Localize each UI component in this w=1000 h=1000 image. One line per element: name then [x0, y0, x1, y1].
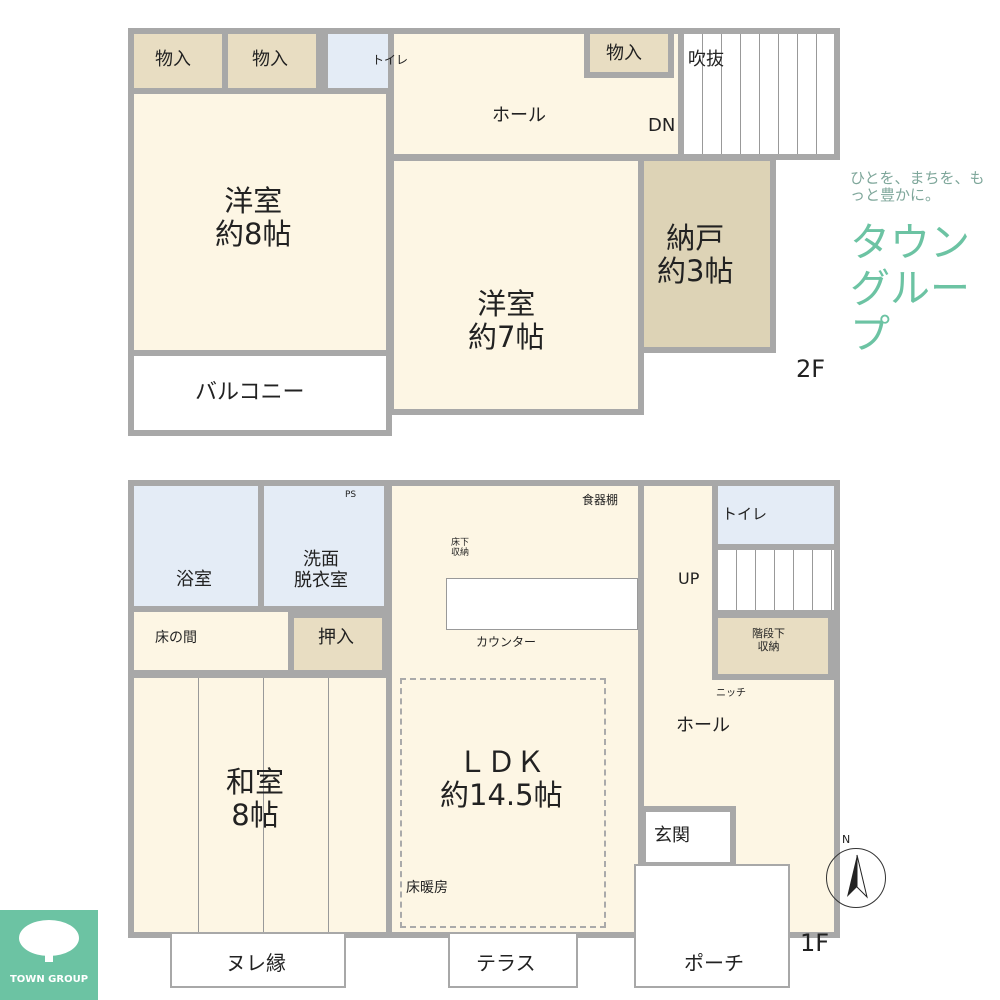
washroom-label: 洗面 脱衣室	[294, 549, 348, 591]
ldk	[386, 480, 644, 938]
logo-name: タウングループ	[850, 220, 970, 358]
entrance	[640, 806, 736, 868]
logo-english: TOWN GROUP	[9, 974, 89, 985]
bath-label: 浴室	[176, 569, 212, 590]
dn-label: DN	[648, 115, 676, 136]
western-7-label: 洋室 約7帖	[468, 287, 545, 355]
terrace-label: テラス	[476, 951, 536, 975]
stairs-1f	[712, 544, 840, 616]
storage-2	[222, 28, 322, 94]
counter-label: カウンター	[476, 635, 537, 649]
under-stair-label: 階段下 収納	[752, 627, 785, 653]
storage-3-label: 物入	[606, 43, 642, 64]
porch-label: ポーチ	[684, 951, 744, 975]
balcony-label: バルコニー	[195, 380, 305, 405]
storage-3	[584, 28, 674, 78]
tokonoma	[128, 606, 296, 676]
toilet-2f-label: トイレ	[372, 53, 409, 67]
bath	[128, 480, 264, 612]
under-stair-storage	[712, 612, 834, 680]
veranda-label: ヌレ縁	[226, 951, 286, 975]
washitsu-label: 和室 8帖	[226, 765, 285, 833]
compass-north-icon	[826, 848, 886, 908]
hall-2f-label: ホール	[492, 105, 546, 126]
veranda	[170, 932, 346, 988]
ldk-label: ＬＤＫ 約14.5帖	[440, 745, 563, 813]
ps-label: PS	[345, 490, 357, 500]
room-western-7	[388, 155, 644, 415]
washroom	[258, 480, 390, 612]
storage-1-label: 物入	[155, 49, 191, 70]
nando	[638, 155, 776, 353]
compass-label: N	[842, 833, 851, 846]
underfloor-label: 床下 収納	[451, 538, 470, 559]
hall-1f-label: ホール	[676, 715, 730, 736]
balcony	[128, 350, 392, 436]
terrace	[448, 932, 578, 988]
stairs-2f	[678, 28, 840, 160]
porch	[634, 864, 790, 988]
up-label: UP	[678, 569, 700, 588]
storage-1	[128, 28, 228, 94]
town-group-logo: TOWN GROUP	[0, 910, 98, 1000]
cupboard-label: 食器棚	[582, 493, 619, 507]
floor-heating-area	[400, 678, 606, 928]
niche-label: ニッチ	[716, 688, 746, 699]
entrance-label: 玄関	[654, 825, 690, 846]
logo-tagline: ひとを、まちを、もっと豊かに。	[850, 169, 985, 205]
storage-2-label: 物入	[252, 49, 288, 70]
toilet-1f-label: トイレ	[722, 505, 768, 523]
nando-label: 納戸 約3帖	[657, 221, 734, 289]
oshiire-label: 押入	[318, 627, 354, 648]
tokonoma-label: 床の間	[155, 630, 197, 646]
western-8-label: 洋室 約8帖	[215, 184, 292, 252]
floor-2f-label: 2F	[796, 355, 826, 383]
floor-heating-label: 床暖房	[406, 880, 448, 896]
void-label: 吹抜	[688, 49, 724, 70]
floor-1f-label: 1F	[800, 929, 830, 957]
kitchen-counter	[446, 578, 638, 630]
